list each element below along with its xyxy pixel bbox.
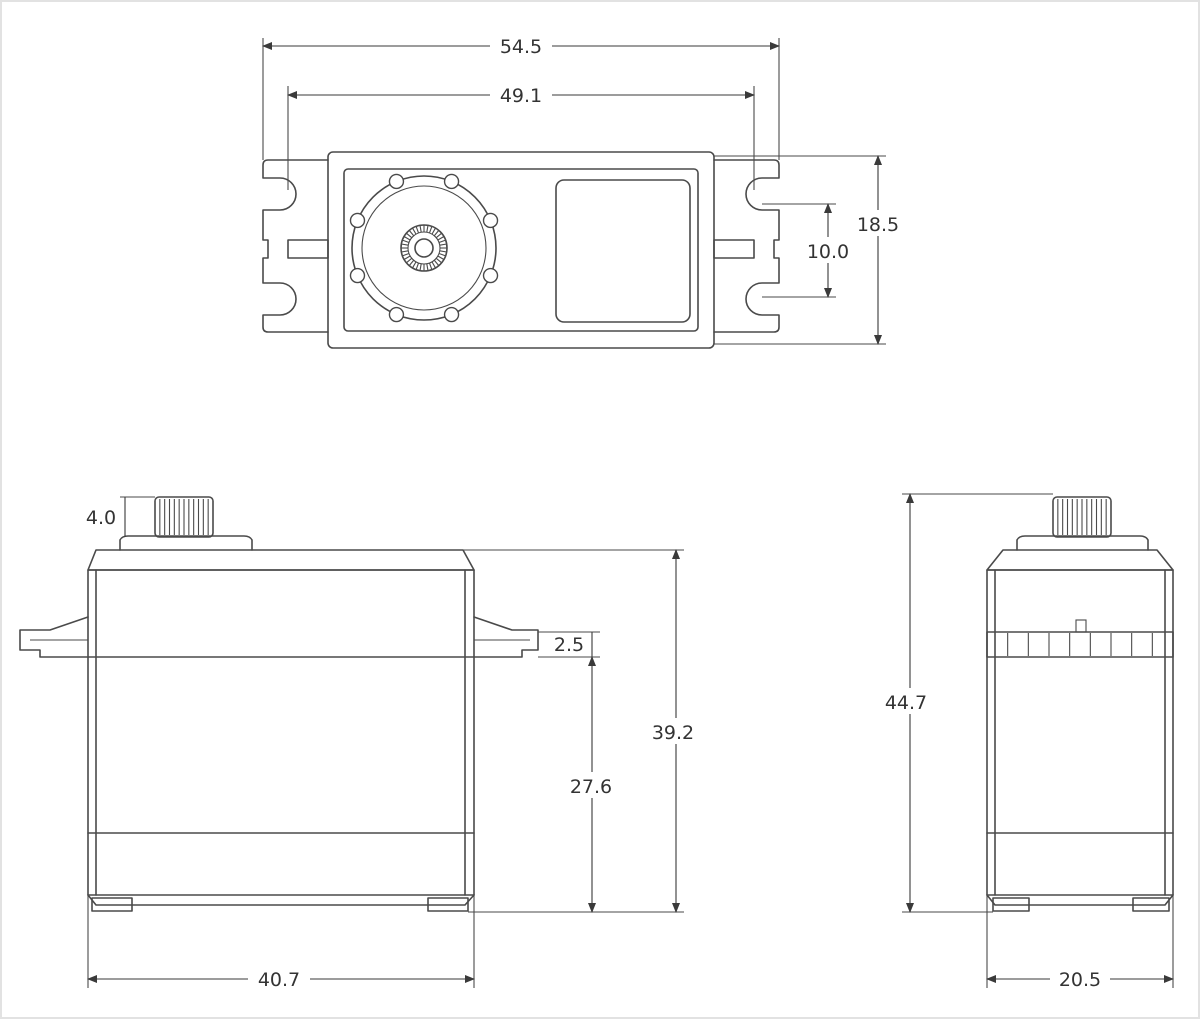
dim-label-49-1: 49.1 xyxy=(500,85,542,107)
front-spline xyxy=(154,496,214,538)
output-gear-inner xyxy=(361,185,487,311)
dim-label-40-7: 40.7 xyxy=(258,969,300,991)
gear-notches xyxy=(349,173,499,323)
dim-label-27-6: 27.6 xyxy=(570,776,612,798)
spline-ring xyxy=(407,231,441,265)
front-top-cap xyxy=(87,549,475,571)
side-top-cap xyxy=(986,549,1174,571)
side-body xyxy=(986,569,1174,896)
spline-screw-hole xyxy=(414,238,434,258)
front-foot-right xyxy=(427,897,469,912)
dim-label-4-0: 4.0 xyxy=(86,507,116,529)
front-bottom xyxy=(87,894,475,906)
side-tab-band xyxy=(986,631,1174,658)
side-view: 44.7 20.5 xyxy=(878,493,1174,991)
right-mounting-tab xyxy=(713,159,780,333)
right-tab-slot xyxy=(713,239,755,259)
front-right-tab xyxy=(473,616,539,658)
front-body xyxy=(87,569,475,896)
dim-label-20-5: 20.5 xyxy=(1059,969,1101,991)
dim-label-2-5: 2.5 xyxy=(554,634,584,656)
spline-teeth xyxy=(401,225,447,271)
dim-label-18-5: 18.5 xyxy=(857,214,899,236)
top-view: 54.5 49.1 18.5 10.0 xyxy=(262,32,906,349)
top-cover xyxy=(343,168,699,332)
label-window xyxy=(555,179,691,323)
left-tab-slot xyxy=(287,239,329,259)
dim-label-10-0: 10.0 xyxy=(807,241,849,263)
side-bottom xyxy=(986,894,1174,906)
dim-label-39-2: 39.2 xyxy=(652,722,694,744)
front-left-tab xyxy=(19,616,89,658)
front-spline-base xyxy=(119,535,253,551)
front-view: 4.0 2.5 27.6 39.2 40.7 xyxy=(19,496,706,991)
side-spline-base xyxy=(1016,535,1149,551)
side-foot-right xyxy=(1132,897,1170,912)
side-foot-left xyxy=(992,897,1030,912)
left-mounting-tab xyxy=(262,159,329,333)
side-spline xyxy=(1052,496,1112,538)
top-body xyxy=(327,151,715,349)
front-foot-left xyxy=(91,897,133,912)
output-gear xyxy=(351,175,497,321)
side-tab-nub xyxy=(1075,619,1087,633)
dim-label-54-5: 54.5 xyxy=(500,36,542,58)
dim-label-44-7: 44.7 xyxy=(885,692,927,714)
